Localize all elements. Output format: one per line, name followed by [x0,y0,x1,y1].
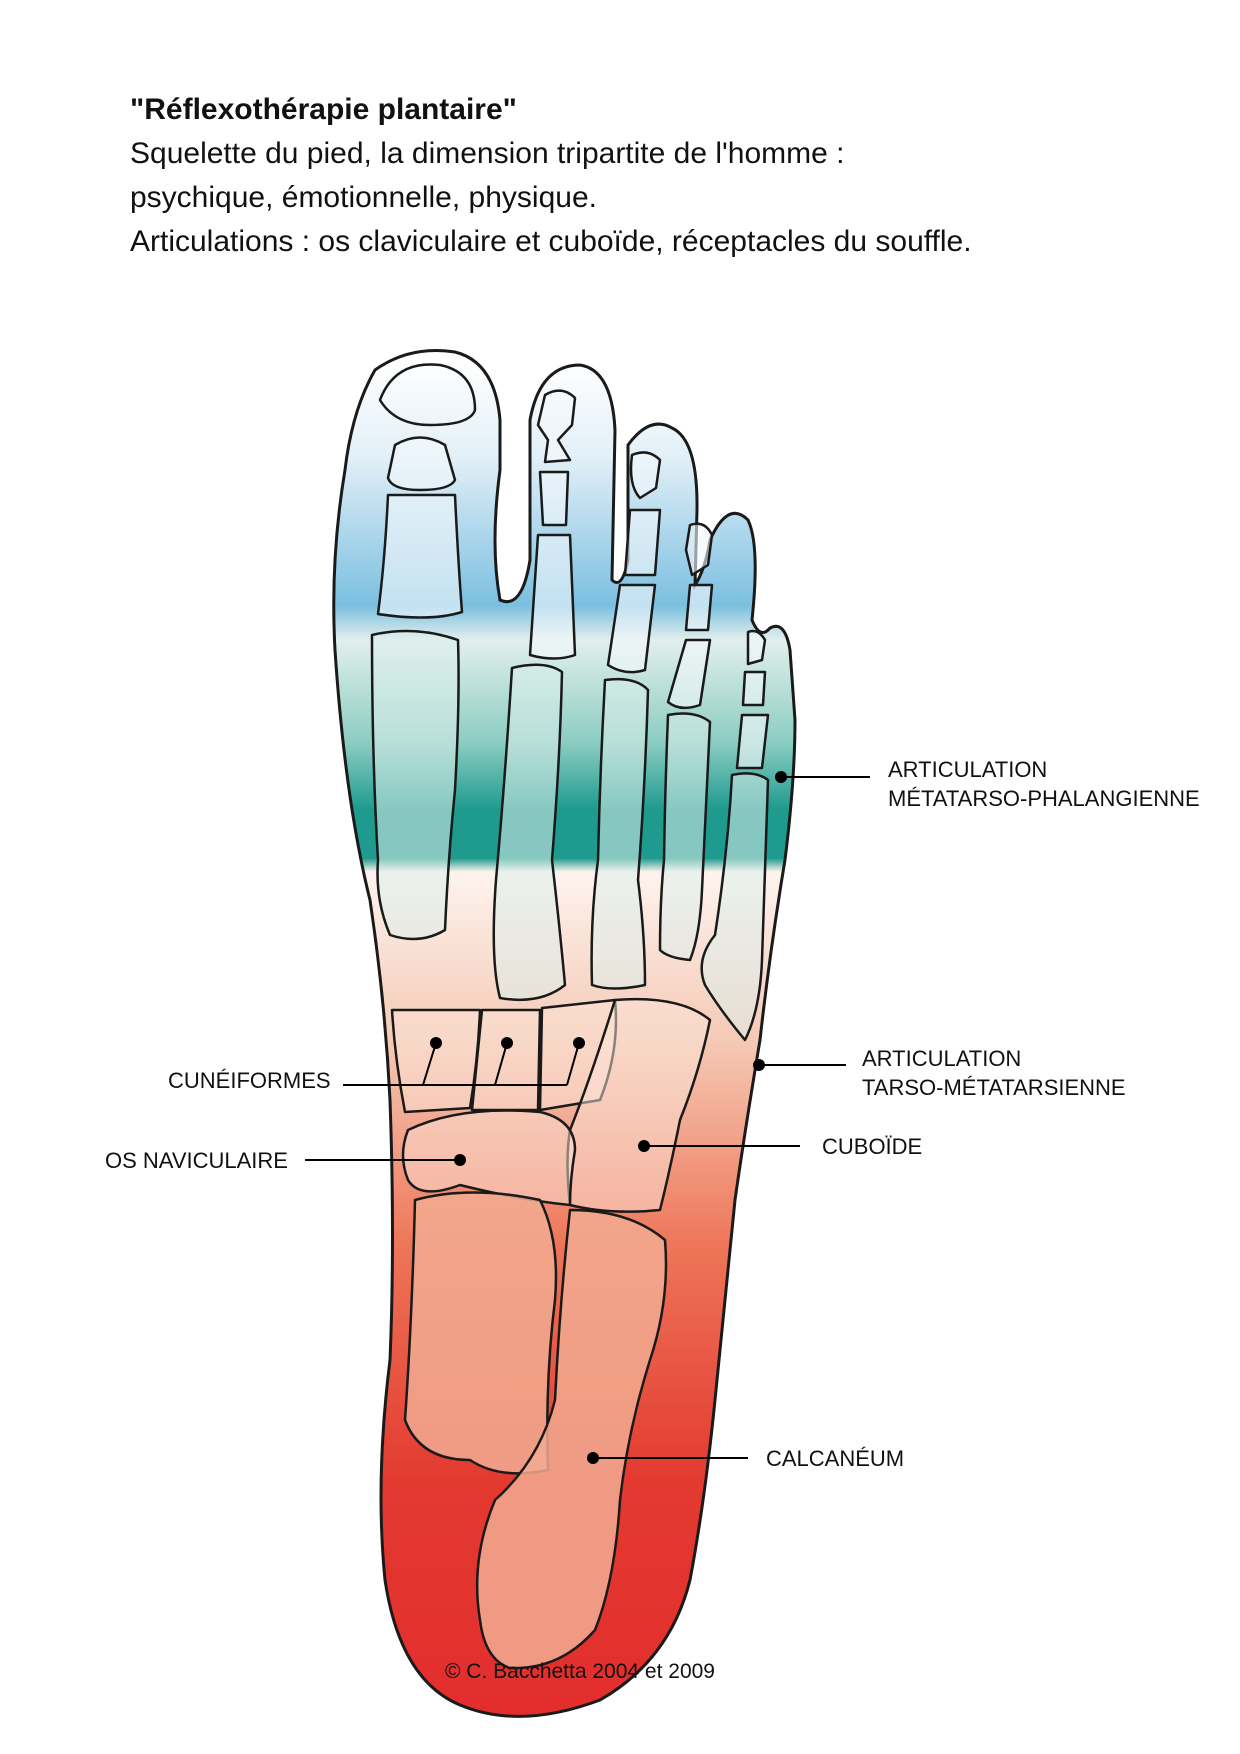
subtitle-line-3: Articulations : os claviculaire et cuboï… [130,225,972,258]
copyright-notice: © C. Bacchetta 2004 et 2009 [445,1660,715,1683]
toe-5-distal-phalanx [746,629,767,666]
toe-2-proximal-phalanx [528,533,577,660]
cuneiform-medial [390,1008,482,1114]
talus-bone [403,1191,558,1475]
calcaneus-bone [475,1208,668,1670]
toe-3-distal-phalanx [629,451,662,500]
metatarsal-2 [492,663,567,1002]
toe-4-proximal-phalanx [666,638,712,710]
metatarsal-5 [700,772,770,1042]
navicular-bone [401,1109,577,1207]
toe-5-proximal-phalanx [735,713,770,770]
subtitle-line-1: Squelette du pied, la dimension triparti… [130,137,845,170]
big-toe-distal-phalanx [386,436,457,492]
label-naviculaire: OS NAVICULAIRE [105,1148,288,1173]
toe-4-distal-phalanx [684,522,714,577]
big-toe-nail [378,363,477,427]
label-tarso-line-1: ARTICULATION [862,1046,1021,1071]
toe-2-distal-phalanx [536,389,577,464]
toe-2-middle-phalanx [538,470,570,527]
subtitle-line-2: psychique, émotionnelle, physique. [130,181,597,214]
toe-3-proximal-phalanx [606,583,657,674]
label-metatarso-line-2: MÉTATARSO-PHALANGIENNE [888,786,1200,811]
leader-cuneiformes [343,1042,580,1086]
label-cuboide: CUBOÏDE [822,1134,922,1159]
toe-3-middle-phalanx [623,508,662,577]
label-metatarso-line-1: ARTICULATION [888,757,1047,782]
metatarsal-4 [658,712,712,962]
label-calcaneum: CALCANÉUM [766,1446,904,1471]
label-tarso-line-2: TARSO-MÉTATARSIENNE [862,1075,1126,1100]
label-cuneiformes: CUNÉIFORMES [168,1068,331,1093]
cuneiform-intermediate [470,1008,542,1112]
big-toe-proximal-phalanx [376,493,464,619]
toe-5-middle-phalanx [741,670,767,707]
metatarsal-1 [370,629,460,941]
diagram-title: "Réflexothérapie plantaire" [130,93,517,126]
toe-4-middle-phalanx [684,583,714,632]
cuboid-bone [566,997,712,1213]
header: "Réflexothérapie plantaire" Squelette du… [130,88,1130,264]
metatarsal-3 [590,677,650,990]
